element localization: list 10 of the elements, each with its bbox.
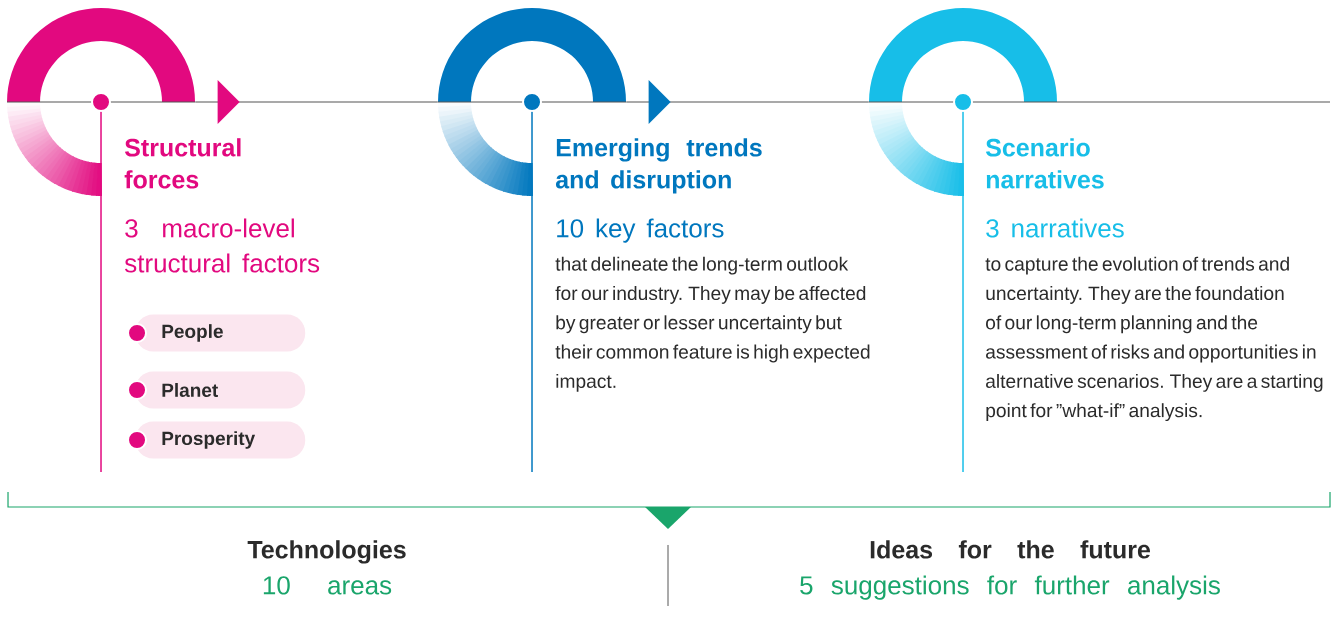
arrow bbox=[194, 80, 439, 124]
stage-text: Scenario narratives 3 narratives to capture the evolution of trends and uncertainty. They are the foundation of our long-term planning and the assessment of risks and opportunities in alternative scenarios. They are a starting point for ”what-if” analysis. bbox=[985, 138, 1323, 422]
stage-text: Emerging trends and disruption 10 key factors that delineate the long-term outlook for our industry. They may be affected by greater or lesser uncertainty but their common feature is high expected impact. bbox=[555, 138, 870, 392]
output-text: Technologies 10 areas bbox=[247, 540, 406, 595]
factor-pill: People bbox=[127, 314, 306, 352]
factor-pill: Planet bbox=[127, 371, 306, 409]
factor-pill: Prosperity bbox=[127, 421, 306, 459]
stage-text: Structural forces 3 macro-level structural factors bbox=[124, 138, 320, 273]
output-text: Ideas for the future 5 suggestions for further analysis bbox=[800, 540, 1220, 600]
arrow bbox=[625, 80, 870, 124]
